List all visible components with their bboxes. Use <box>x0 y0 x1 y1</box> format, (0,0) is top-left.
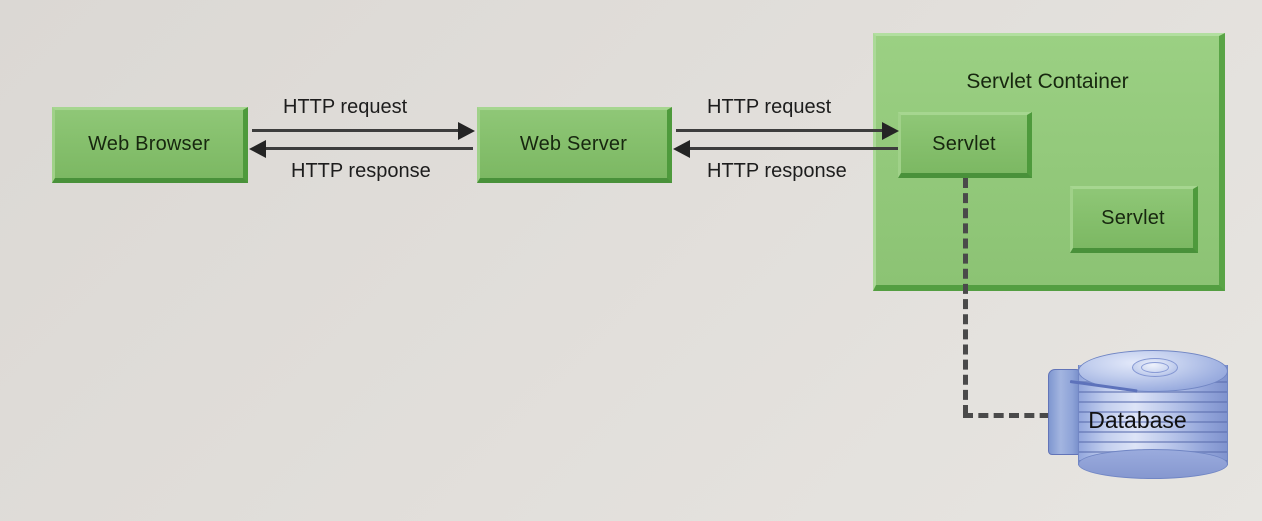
edge-servlet-to-database-vertical <box>963 178 968 415</box>
database-base-ellipse <box>1078 449 1228 479</box>
edge-servlet-to-database-horizontal <box>963 413 1065 418</box>
node-database-label: Database <box>1088 407 1187 433</box>
node-servlet-2-label: Servlet <box>1101 207 1165 229</box>
edge-servlet-to-server-arrowhead <box>673 140 690 158</box>
node-web-browser-label: Web Browser <box>88 132 210 155</box>
edge-server-to-servlet-line <box>676 129 886 132</box>
edge-browser-to-server-line <box>252 129 462 132</box>
edge-server-to-browser-line <box>266 147 473 150</box>
node-servlet-container-label: Servlet Container <box>966 70 1129 93</box>
node-web-server-label: Web Server <box>519 132 628 155</box>
node-database[interactable]: Database <box>1040 345 1235 480</box>
edge-server-to-browser-arrowhead <box>249 140 266 158</box>
edge-server-to-servlet-arrowhead <box>882 122 899 140</box>
edge-browser-to-server-label: HTTP request <box>283 96 408 118</box>
node-servlet-container[interactable]: Servlet Container Servlet Servlet <box>873 33 1225 291</box>
edge-browser-to-server-arrowhead <box>458 122 475 140</box>
node-servlet-2[interactable]: Servlet <box>1070 186 1198 253</box>
edge-servlet-to-server-label: HTTP response <box>707 160 847 182</box>
node-servlet-1-label: Servlet <box>932 132 996 155</box>
node-web-browser[interactable]: Web Browser <box>52 107 248 183</box>
node-web-server[interactable]: Web Server <box>477 107 672 183</box>
database-spindle-ring <box>1141 362 1169 373</box>
node-servlet-1[interactable]: Servlet <box>898 112 1032 178</box>
edge-server-to-browser-label: HTTP response <box>291 160 431 182</box>
edge-servlet-to-server-line <box>690 147 898 150</box>
edge-server-to-servlet-label: HTTP request <box>707 96 832 118</box>
